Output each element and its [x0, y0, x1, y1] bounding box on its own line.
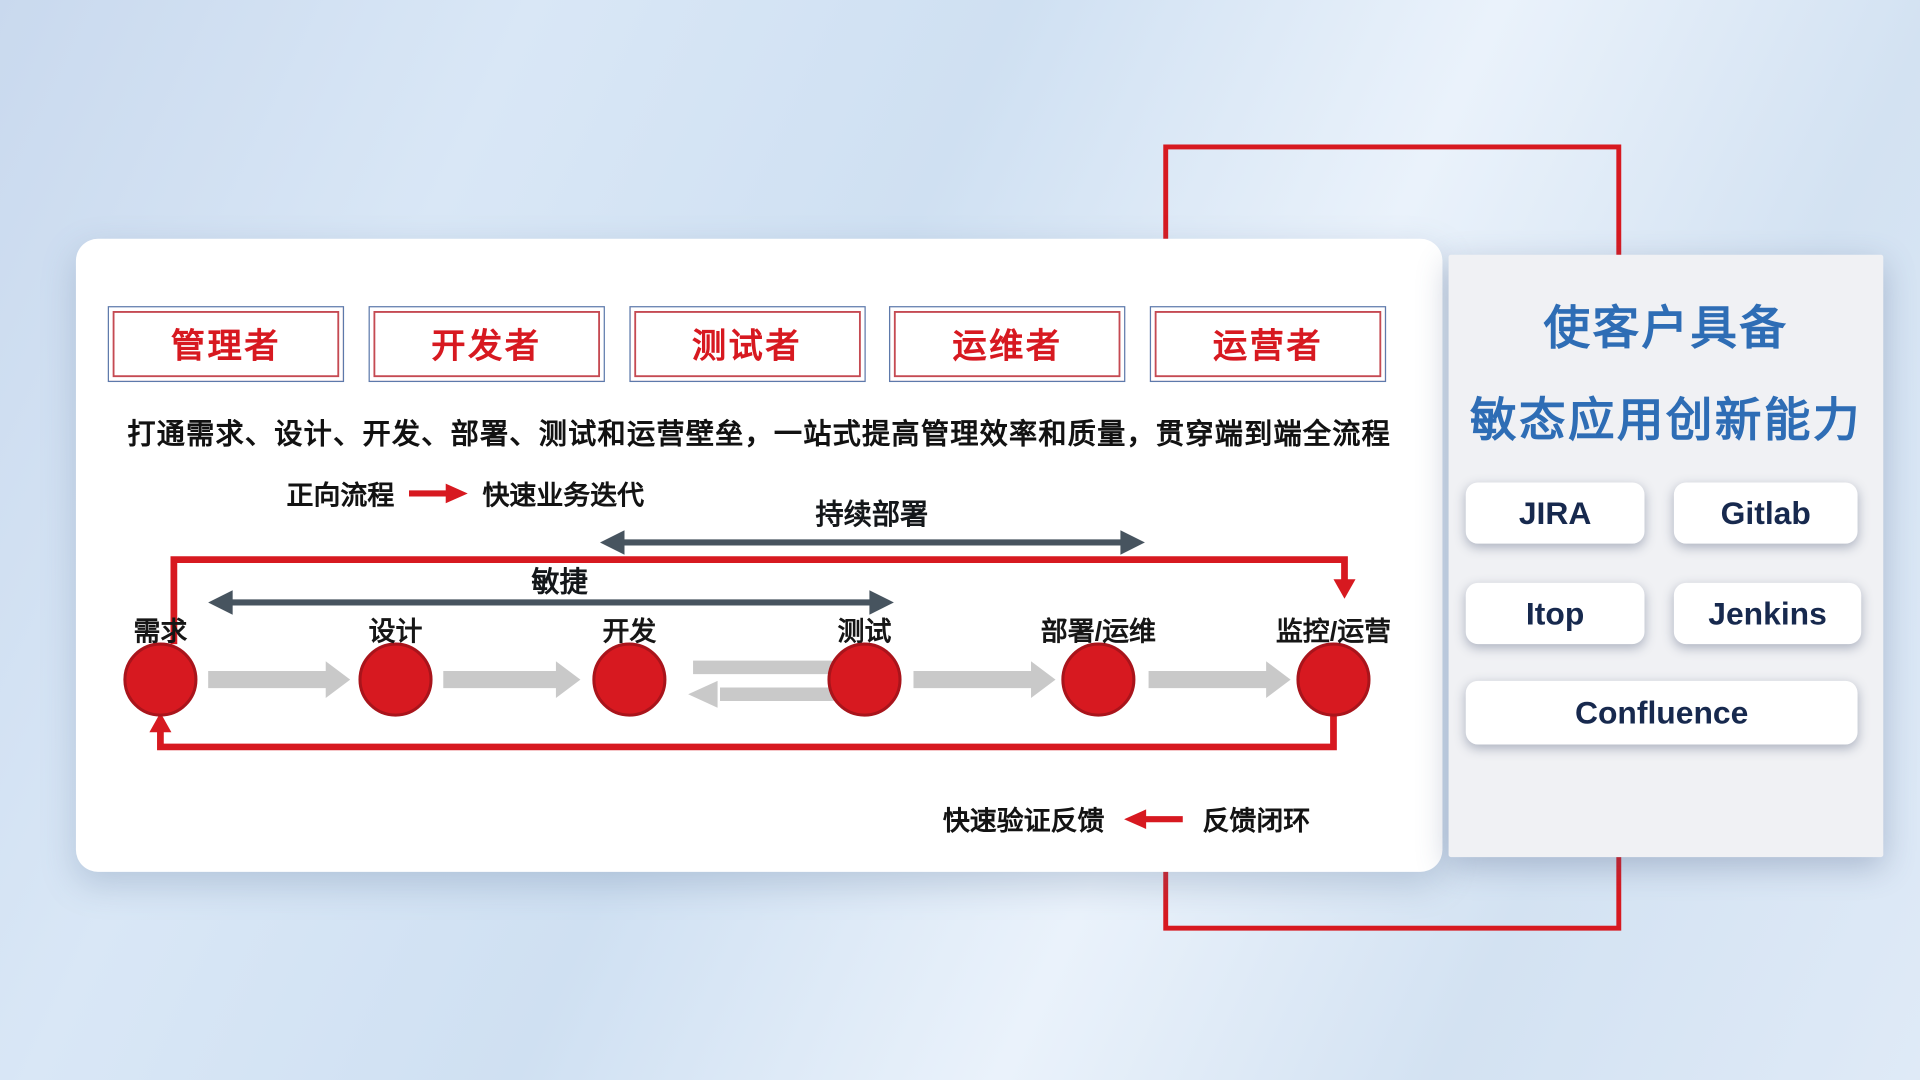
stage-label-requirements: 需求 — [133, 616, 187, 646]
legend-forward-value: 快速业务迭代 — [482, 480, 645, 511]
flow-arrow-2 — [443, 661, 581, 698]
legend-forward-label: 正向流程 — [286, 480, 395, 511]
forward-arrow-icon — [409, 483, 468, 504]
flow-arrow-4 — [1148, 661, 1291, 698]
devops-flow-card: 管理者 开发者 测试者 运维者 运营者 打通需求、设计、开发、部署、测试和运营壁… — [75, 238, 1443, 872]
legend-forward: 正向流程 快速业务迭代 — [287, 474, 645, 513]
role-box-manager: 管理者 — [107, 306, 345, 383]
role-label-manager: 管理者 — [170, 326, 282, 365]
role-label-operator: 运营者 — [1212, 326, 1324, 365]
stage-label-testing: 测试 — [838, 616, 892, 646]
tool-badge-jenkins: Jenkins — [1673, 582, 1862, 645]
tool-badge-gitlab: Gitlab — [1673, 482, 1858, 544]
role-box-developer: 开发者 — [368, 306, 605, 383]
subtitle-text: 打通需求、设计、开发、部署、测试和运营壁垒，一站式提高管理效率和质量，贯穿端到端… — [127, 417, 1392, 450]
forward-loop-line — [170, 556, 1356, 645]
role-label-tester: 测试者 — [691, 326, 803, 365]
stage-label-monitor-operate: 监控/运营 — [1276, 616, 1391, 646]
feedback-arrow-icon — [1124, 809, 1183, 829]
role-box-ops: 运维者 — [889, 306, 1126, 383]
panel-title-line2: 敏态应用创新能力 — [1469, 395, 1862, 447]
flow-arrow-3 — [913, 661, 1056, 698]
stage-circle-development — [592, 642, 667, 717]
stage-label-design: 设计 — [369, 616, 423, 646]
panel-title: 使客户具备 敏态应用创新能力 — [1449, 284, 1884, 468]
role-box-tester: 测试者 — [628, 306, 866, 383]
stage-label-development: 开发 — [602, 615, 656, 646]
iteration-uturn-arrow — [688, 660, 854, 708]
cd-label: 持续部署 — [816, 498, 929, 530]
agile-label: 敏捷 — [530, 566, 588, 597]
role-boxes-row: 管理者 开发者 测试者 运维者 运营者 — [107, 306, 1387, 383]
role-label-developer: 开发者 — [431, 326, 542, 365]
stage-label-deploy-ops: 部署/运维 — [1041, 615, 1156, 646]
tool-badge-confluence: Confluence — [1465, 680, 1858, 745]
legend-feedback-label: 快速验证反馈 — [942, 805, 1105, 837]
legend-feedback-value: 反馈闭环 — [1202, 805, 1311, 837]
tool-badge-jira: JIRA — [1465, 482, 1645, 544]
panel-title-line1: 使客户具备 — [1543, 303, 1789, 356]
feedback-loop-line — [149, 712, 1337, 751]
capability-panel: 使客户具备 敏态应用创新能力 JIRA Gitlab Itop Jenkins … — [1448, 254, 1884, 858]
agile-span-arrow — [208, 590, 894, 615]
role-label-ops: 运维者 — [952, 326, 1063, 365]
stage-circle-design — [358, 642, 433, 717]
stage-circle-deploy-ops — [1061, 642, 1136, 717]
cd-span-arrow — [600, 530, 1145, 555]
stage-circle-testing — [827, 642, 902, 717]
flow-arrow-1 — [208, 661, 351, 698]
stage-circle-monitor-operate — [1296, 642, 1371, 717]
stage-circle-requirements — [123, 642, 198, 717]
flow-diagram: 持续部署 敏捷 — [123, 498, 1391, 751]
role-box-operator: 运营者 — [1149, 306, 1387, 383]
legend-feedback: 快速验证反馈 反馈闭环 — [943, 800, 1310, 839]
tool-badge-itop: Itop — [1465, 582, 1645, 645]
